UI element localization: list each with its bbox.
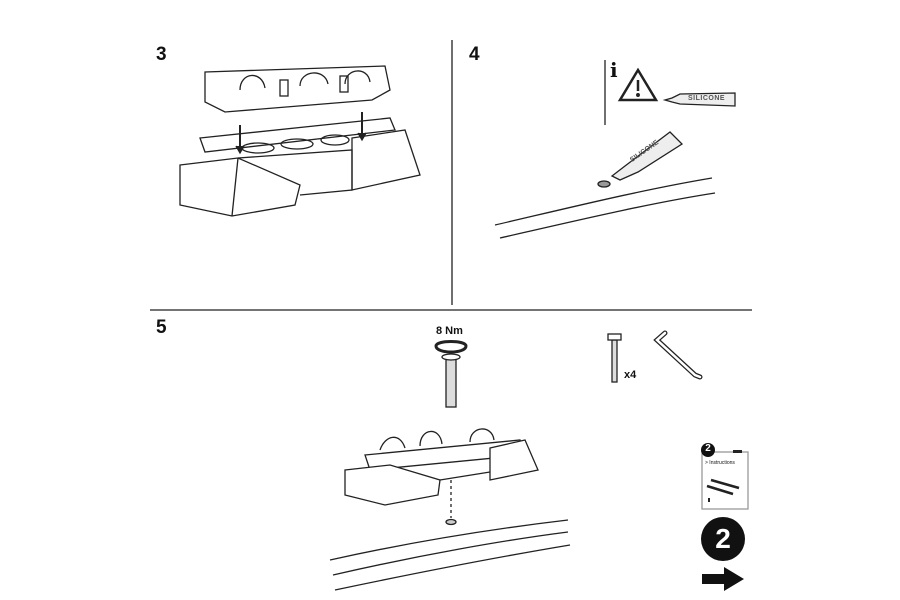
step3-roof-foot xyxy=(179,65,421,217)
bolt-icon xyxy=(611,339,618,383)
arrow-right-icon xyxy=(702,567,744,591)
tube-label: SILICONE xyxy=(688,95,726,102)
step5-mount xyxy=(329,330,703,591)
torque-arrow-icon xyxy=(434,340,468,354)
booklet-title: > Instructions xyxy=(705,460,735,466)
screw-icon xyxy=(445,354,457,408)
quantity-label: x4 xyxy=(624,369,637,381)
torque-label: 8 Nm xyxy=(436,325,463,337)
step4-silicone xyxy=(494,60,736,239)
step-number: 4 xyxy=(469,44,480,65)
next-step-number: 2 xyxy=(715,523,731,554)
booklet-number: 2 xyxy=(705,443,711,454)
allen-key-icon xyxy=(653,330,703,380)
step-number: 5 xyxy=(156,317,167,338)
instructions-booklet-icon xyxy=(701,450,749,510)
warning-icon xyxy=(617,67,659,102)
step-number: 3 xyxy=(156,44,167,65)
info-icon: i xyxy=(610,58,618,82)
silicone-tube-applying xyxy=(610,131,684,181)
silicone-tube-icon xyxy=(662,92,736,107)
